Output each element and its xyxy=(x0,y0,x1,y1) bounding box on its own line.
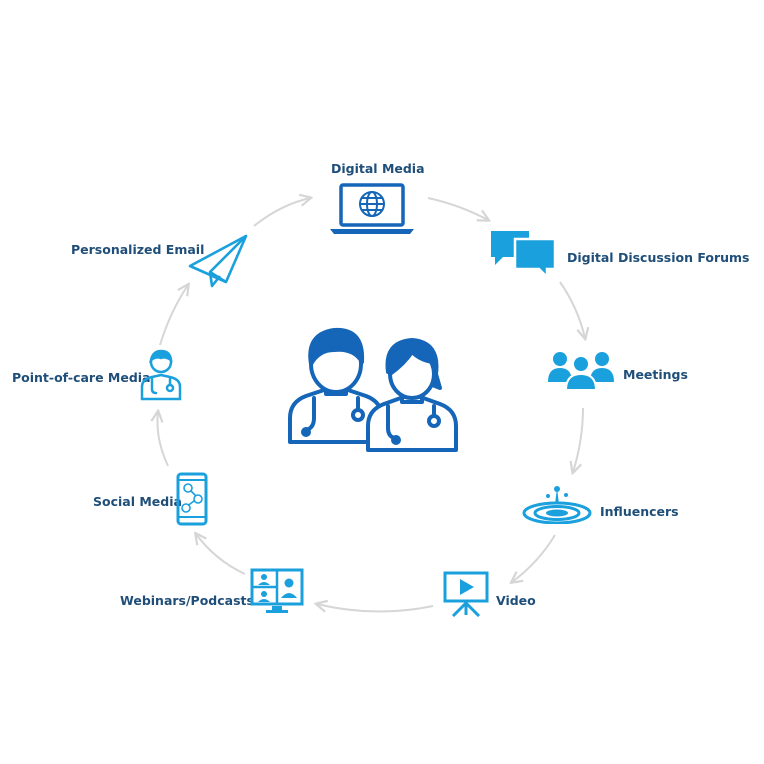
node-label-social-media: Social Media xyxy=(93,494,182,509)
doctor-icon xyxy=(140,349,182,401)
node-label-meetings: Meetings xyxy=(623,367,688,382)
node-label-webinars-podcasts: Webinars/Podcasts xyxy=(120,593,254,608)
node-label-personalized-email: Personalized Email xyxy=(71,242,205,257)
arrow-social-to-point-of-care xyxy=(157,412,169,467)
arrow-meetings-to-influencers xyxy=(573,407,584,472)
laptop-globe-icon xyxy=(330,183,414,234)
doctors-pair-icon xyxy=(288,327,458,452)
smartphone-network-icon xyxy=(176,472,208,526)
paper-plane-icon xyxy=(188,234,248,288)
node-label-video: Video xyxy=(496,593,536,608)
arrow-webinars-to-social xyxy=(196,534,246,575)
arrow-forums-to-meetings xyxy=(559,281,585,338)
group-people-icon xyxy=(548,352,614,390)
node-label-digital-media: Digital Media xyxy=(331,161,425,176)
water-ripple-icon xyxy=(522,486,592,524)
arrow-point-of-care-to-email xyxy=(159,285,188,346)
arrow-digital-media-to-forums xyxy=(427,197,488,220)
node-label-digital-discussion-forums: Digital Discussion Forums xyxy=(567,250,750,265)
node-label-point-of-care-media: Point-of-care Media xyxy=(12,370,151,385)
node-label-influencers: Influencers xyxy=(600,504,679,519)
video-presentation-icon xyxy=(443,571,489,617)
video-conference-icon xyxy=(250,568,304,613)
arrow-influencers-to-video xyxy=(512,534,556,582)
arrow-email-to-digital-media xyxy=(253,198,310,227)
arrow-video-to-webinars xyxy=(317,604,434,612)
chat-bubbles-icon xyxy=(491,231,557,277)
